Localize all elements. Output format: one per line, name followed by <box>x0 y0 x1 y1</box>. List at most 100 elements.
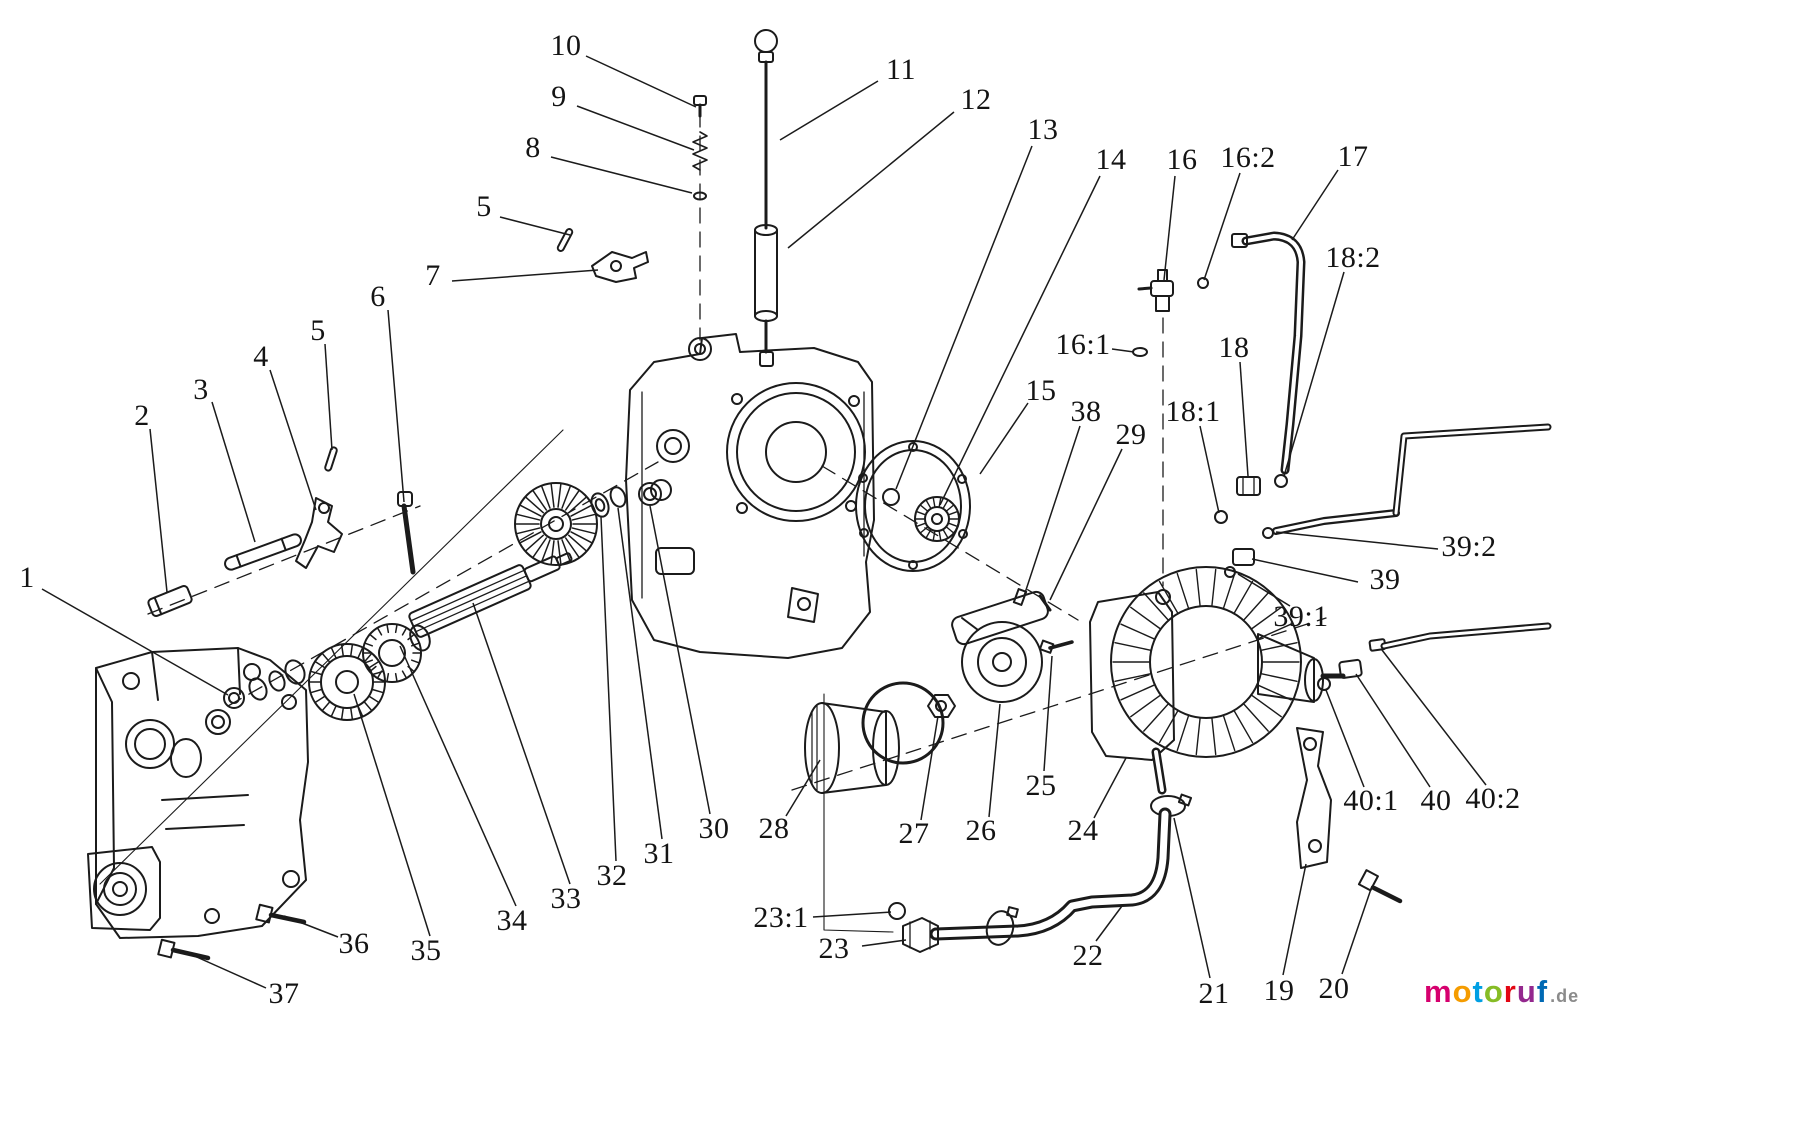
gear-35 <box>308 643 386 721</box>
leader-line-20 <box>1341 885 1373 975</box>
leader-line-26 <box>988 703 1001 818</box>
spacer-2 <box>147 584 193 618</box>
housing-bolt-36 <box>255 903 307 925</box>
roll-pin-5a <box>556 228 574 252</box>
lower-steel-tube <box>1380 622 1552 650</box>
leader-line-21 <box>1173 817 1211 979</box>
watermark-letter: u <box>1516 974 1537 1009</box>
gear-14 <box>914 496 960 542</box>
spring-9 <box>692 131 708 171</box>
leader-line-5b <box>324 343 333 451</box>
leader-line-7 <box>451 269 599 282</box>
leader-line-38 <box>1023 425 1081 597</box>
leader-line-24 <box>1093 757 1127 819</box>
leader-line-19 <box>1282 863 1307 976</box>
vent-screw-10 <box>693 95 707 118</box>
watermark-domain-suffix: .de <box>1550 986 1580 1006</box>
leader-line-18:2 <box>1283 271 1345 477</box>
hose-kit-outline <box>823 693 894 933</box>
fitting-16 <box>1137 269 1174 312</box>
leader-line-25 <box>1043 655 1053 772</box>
leader-line-36 <box>283 915 339 938</box>
leader-line-9 <box>576 105 695 151</box>
watermark-letter: o <box>1483 974 1504 1009</box>
filter-oring <box>861 681 945 765</box>
watermark-wordmark: motoruf <box>1424 974 1548 1009</box>
leader-line-5a <box>499 216 571 236</box>
lower-hose-22 <box>929 807 1172 941</box>
leader-line-16:1 <box>1111 348 1135 353</box>
leader-line-32 <box>600 516 617 862</box>
oring-16-2 <box>1197 277 1209 289</box>
watermark-letter: f <box>1536 974 1549 1009</box>
leader-line-40:1 <box>1325 689 1365 788</box>
leader-line-13 <box>895 145 1033 490</box>
leader-line-33 <box>472 602 571 885</box>
leader-line-37 <box>189 953 267 989</box>
tensioner-bracket <box>951 588 1052 646</box>
leader-line-16:2 <box>1203 172 1241 281</box>
leader-line-18 <box>1239 361 1249 477</box>
leader-line-14 <box>939 175 1101 506</box>
detent-arm-7 <box>591 251 649 283</box>
bushing-30 <box>638 482 662 506</box>
leader-line-12 <box>787 111 955 249</box>
leader-line-18:1 <box>1199 425 1220 514</box>
oil-filter-28 <box>804 702 900 794</box>
leader-line-29 <box>1049 448 1123 601</box>
washer-set-1 <box>223 659 306 709</box>
housing-bolt-37 <box>157 938 211 961</box>
motoruf-watermark: motoruf.de <box>1424 974 1579 1010</box>
oring-13 <box>882 488 900 506</box>
washer-8 <box>693 191 707 201</box>
leader-line-16 <box>1163 175 1176 281</box>
leader-line-2 <box>149 428 168 593</box>
dipstick-tube-12 <box>754 224 778 367</box>
hydro-pump-fan-24 <box>1089 566 1346 795</box>
leader-line-40:2 <box>1381 649 1487 786</box>
bolt-25 <box>1038 639 1074 654</box>
watermark-letter: o <box>1452 974 1473 1009</box>
leader-line-30 <box>649 505 711 815</box>
oring-16-1 <box>1132 347 1148 357</box>
hose-17 <box>1231 231 1306 475</box>
snap-ring-31 <box>609 486 627 508</box>
leader-line-40 <box>1355 673 1431 788</box>
leader-line-10 <box>585 55 697 108</box>
center-axes <box>147 111 1327 791</box>
watermark-letter: r <box>1503 974 1517 1009</box>
leader-line-23 <box>861 939 907 947</box>
leader-line-27 <box>920 715 939 821</box>
shift-fork-4 <box>295 497 343 569</box>
leader-line-35 <box>353 693 431 937</box>
mounting-bracket-19 <box>1296 727 1332 869</box>
main-transmission-housing <box>625 333 875 659</box>
leader-line-39 <box>1251 558 1359 583</box>
leader-line-31 <box>617 507 663 840</box>
leader-line-39:2 <box>1275 531 1439 550</box>
fitting-18 <box>1214 474 1288 524</box>
leader-line-6 <box>387 309 405 503</box>
watermark-letter: t <box>1472 974 1484 1009</box>
leader-lines <box>41 55 1487 989</box>
leader-line-28 <box>785 759 821 817</box>
splined-shaft-33 <box>408 552 573 638</box>
elbow-fitting-23 <box>902 917 939 953</box>
washer-32 <box>590 492 610 518</box>
cover-plate-15 <box>855 440 971 572</box>
shift-rod-6 <box>397 491 416 575</box>
leader-line-39:1 <box>1237 573 1291 607</box>
leader-line-3 <box>211 401 256 543</box>
leader-line-17 <box>1291 169 1339 241</box>
projection-lines <box>99 429 564 885</box>
leader-line-11 <box>779 80 879 141</box>
leader-line-1 <box>41 588 229 696</box>
oring-23-1 <box>888 902 906 920</box>
dipstick-11 <box>754 29 778 230</box>
upper-steel-tube <box>1272 423 1552 535</box>
leader-line-8 <box>550 156 693 194</box>
bevel-gear <box>514 482 598 566</box>
left-axle-housing <box>87 647 309 939</box>
